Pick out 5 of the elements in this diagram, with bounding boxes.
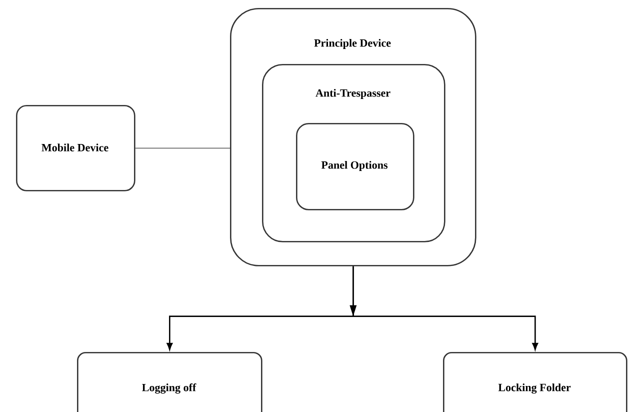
process-box: Logging off	[77, 352, 262, 412]
arrow	[352, 266, 538, 350]
process-box: Locking Folder	[443, 352, 628, 412]
process-box: Panel Options	[296, 123, 414, 210]
process-box: Mobile Device	[16, 105, 136, 192]
